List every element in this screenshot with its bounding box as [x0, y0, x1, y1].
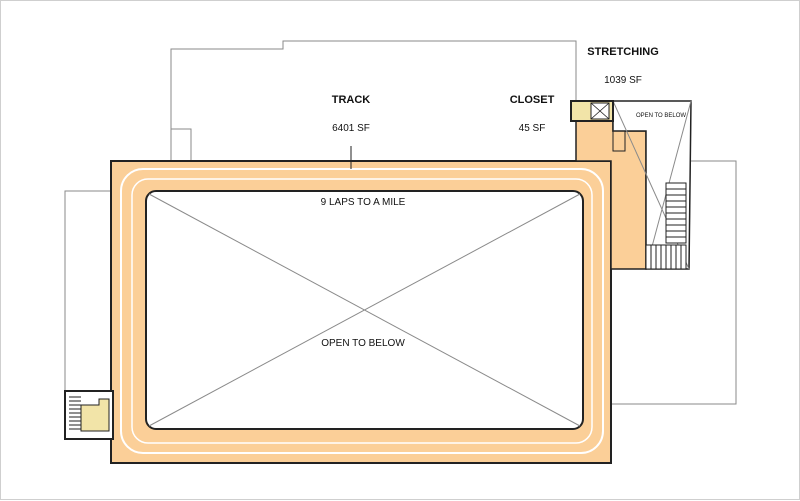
east-outline [611, 160, 737, 405]
laps-label: 9 LAPS TO A MILE [321, 197, 406, 208]
west-outline [64, 190, 111, 393]
right-stair-lower-treads [650, 245, 682, 269]
building-outline-upper [170, 128, 192, 161]
left-stair-treads [69, 396, 81, 430]
track-lane-mid [131, 178, 593, 444]
stair-open-label: OPEN TO BELOW [636, 113, 686, 119]
track-title: TRACK [332, 94, 371, 106]
closet-area-label: 45 SF [519, 123, 546, 134]
track-area-label: 6401 SF [332, 123, 370, 134]
building-outline [170, 40, 577, 163]
stretching-title: STRETCHING [587, 46, 659, 58]
stretching-area-label: 1039 SF [604, 75, 642, 86]
right-stair-treads [666, 188, 686, 238]
center-open-label: OPEN TO BELOW [321, 338, 405, 349]
left-stair-landing [80, 398, 110, 432]
closet-title: CLOSET [510, 94, 555, 106]
track-lane-outer [120, 168, 604, 454]
open-diagonal-2 [148, 193, 581, 427]
closet-box-x2 [590, 102, 610, 120]
